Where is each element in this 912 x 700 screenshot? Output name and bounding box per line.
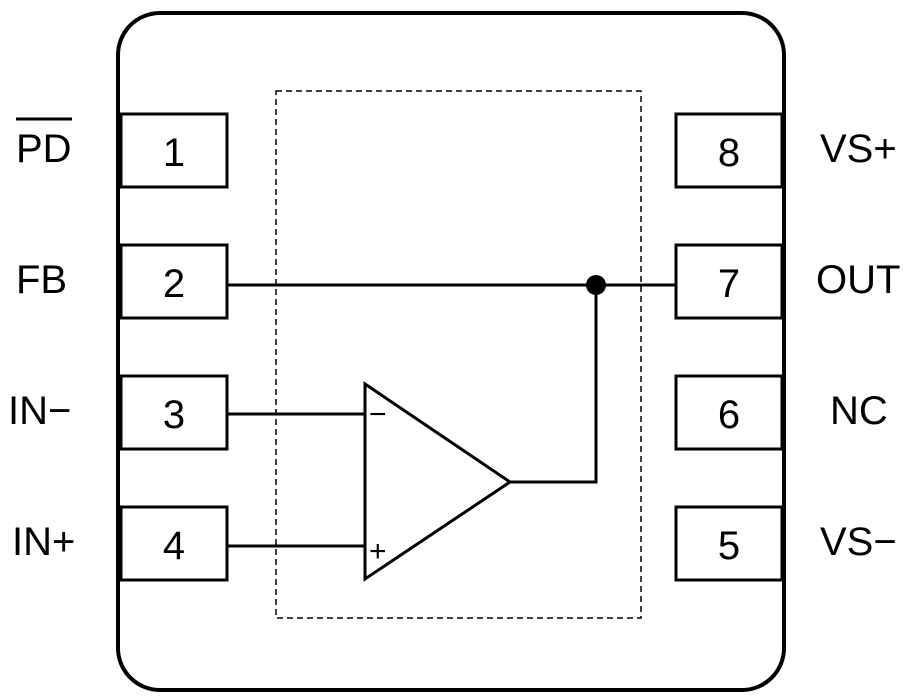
package-body <box>116 11 786 692</box>
op-amp-symbol <box>363 381 513 582</box>
pin-label-vs-plus: VS+ <box>820 127 897 171</box>
pin-label-out: OUT <box>816 258 900 302</box>
amp-noninverting-sign: + <box>369 535 387 568</box>
pin-label-in-plus: IN+ <box>12 520 75 564</box>
die-outline <box>275 90 642 619</box>
junction-dot <box>586 275 606 295</box>
pin-label-fb: FB <box>16 258 67 302</box>
pin-number-2: 2 <box>163 262 185 306</box>
pin-pad-2 <box>119 243 229 320</box>
pin-pad-3 <box>119 374 229 451</box>
pin-pad-4 <box>119 505 229 582</box>
pin-pad-6 <box>674 374 784 451</box>
wire-amp-output <box>510 285 598 484</box>
amp-inverting-sign: − <box>369 398 387 431</box>
pin-number-3: 3 <box>163 393 185 437</box>
pin-number-4: 4 <box>163 524 185 568</box>
pin-pad-5 <box>674 505 784 582</box>
pin-number-1: 1 <box>163 131 185 175</box>
pin-number-7: 7 <box>718 262 740 306</box>
pin-number-6: 6 <box>718 393 740 437</box>
pin-pad-8 <box>674 112 784 189</box>
pin-label-nc: NC <box>830 389 888 433</box>
pin-label-vs-minus: VS− <box>820 520 897 564</box>
pin-pad-1 <box>119 112 229 189</box>
pin-label-in-minus: IN− <box>8 389 71 433</box>
pin-number-5: 5 <box>718 524 740 568</box>
pin-pad-7 <box>674 243 784 320</box>
pin-label-pd: PD <box>16 127 72 171</box>
pin-number-8: 8 <box>718 131 740 175</box>
